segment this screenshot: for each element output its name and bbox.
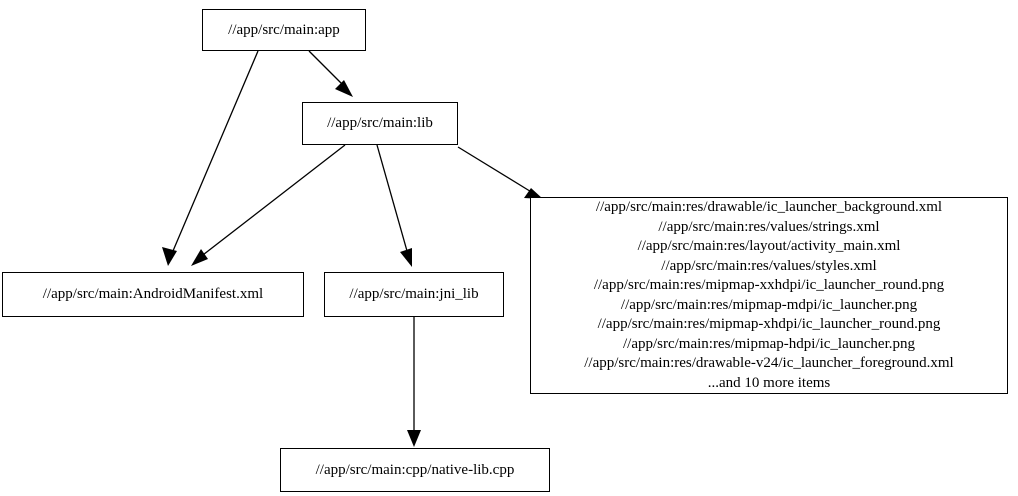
edge-lib-to-manifest xyxy=(191,144,346,266)
graph-node-android-manifest[interactable]: //app/src/main:AndroidManifest.xml xyxy=(2,272,304,317)
graph-node-app-label: //app/src/main:app xyxy=(228,21,340,38)
graph-node-jni-lib-label: //app/src/main:jni_lib xyxy=(349,286,479,302)
graph-node-native-lib-label: //app/src/main:cpp/native-lib.cpp xyxy=(315,461,515,478)
edge-app-to-lib xyxy=(308,50,353,97)
graph-node-app[interactable]: //app/src/main:app xyxy=(202,9,366,51)
edge-lib-to-res-group xyxy=(457,146,543,199)
graph-node-res-group-label: //app/src/main:res/drawable/ic_launcher_… xyxy=(584,199,954,391)
graph-node-native-lib[interactable]: //app/src/main:cpp/native-lib.cpp xyxy=(280,448,550,492)
graph-node-lib[interactable]: //app/src/main:lib xyxy=(302,102,458,145)
edge-app-to-manifest xyxy=(162,50,259,266)
graph-node-android-manifest-label: //app/src/main:AndroidManifest.xml xyxy=(42,286,264,302)
edge-lib-to-jni-lib xyxy=(376,144,412,267)
edge-jni-lib-to-native-lib xyxy=(407,317,421,447)
graph-node-res-group[interactable]: //app/src/main:res/drawable/ic_launcher_… xyxy=(530,197,1008,394)
graph-node-lib-label: //app/src/main:lib xyxy=(327,115,433,131)
graph-node-jni-lib[interactable]: //app/src/main:jni_lib xyxy=(324,272,504,317)
